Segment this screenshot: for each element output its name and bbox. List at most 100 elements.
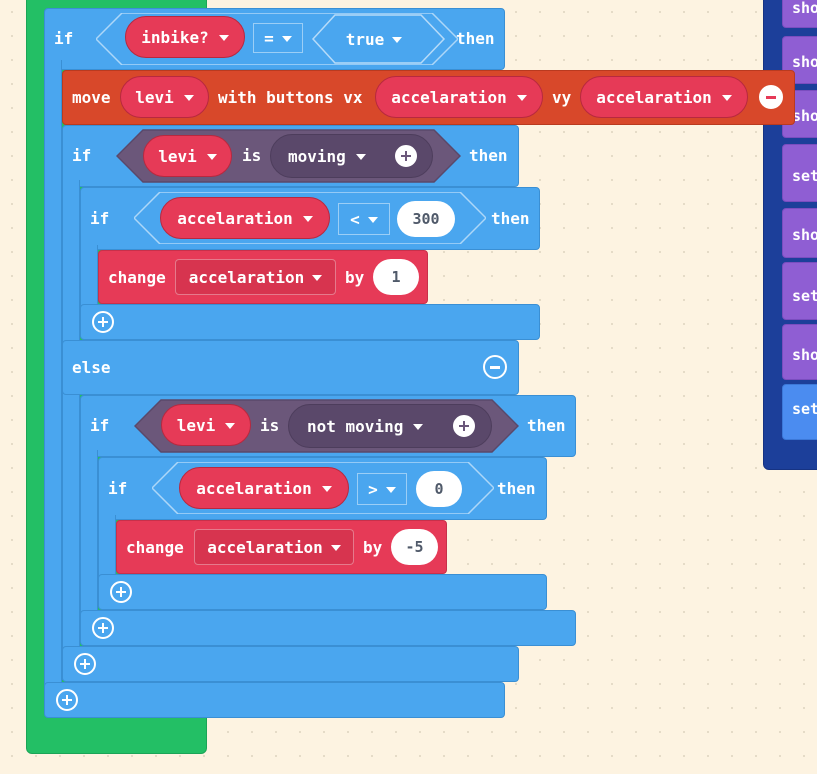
add-parameter-icon[interactable] xyxy=(453,415,475,437)
number-input[interactable]: 300 xyxy=(397,201,455,237)
vy-variable[interactable]: accelaration xyxy=(580,76,748,118)
sprite-name: levi xyxy=(176,415,216,435)
inbike-variable[interactable]: inbike? xyxy=(125,16,245,58)
change-label: change xyxy=(108,268,166,287)
state-dropdown[interactable]: not moving xyxy=(288,404,492,448)
chevron-down-icon[interactable] xyxy=(281,36,292,42)
is-label: is xyxy=(242,146,262,165)
add-parameter-icon[interactable] xyxy=(395,145,417,167)
variable-name: inbike? xyxy=(141,27,209,47)
chevron-down-icon[interactable] xyxy=(516,95,527,101)
if-not-moving-footer[interactable] xyxy=(80,610,576,646)
is-label: is xyxy=(260,416,280,435)
if-keyword: if xyxy=(54,29,74,48)
side-block-label: set xyxy=(792,400,817,418)
side-block-7[interactable]: sho xyxy=(782,324,817,380)
remove-parameter-icon[interactable] xyxy=(759,85,783,109)
chevron-down-icon[interactable] xyxy=(302,216,313,222)
move-label: move xyxy=(72,88,111,107)
if-inbike-arm xyxy=(44,60,62,690)
variable-name: accelaration xyxy=(177,208,293,228)
then-keyword: then xyxy=(527,416,566,435)
side-block-label: sho xyxy=(792,53,817,71)
boolean-value: true xyxy=(345,29,385,49)
sprite-levi-dropdown[interactable]: levi xyxy=(120,76,209,118)
number-input[interactable]: 1 xyxy=(373,259,419,295)
chevron-down-icon[interactable] xyxy=(321,486,332,492)
add-statement-icon[interactable] xyxy=(92,617,114,639)
accelaration-variable[interactable]: accelaration xyxy=(179,467,349,509)
side-block-label: sho xyxy=(792,346,817,364)
side-block-5[interactable]: sho xyxy=(782,208,817,258)
with-buttons-label: with buttons vx xyxy=(218,88,363,107)
add-statement-icon[interactable] xyxy=(110,581,132,603)
if-keyword: if xyxy=(108,479,128,498)
side-block-6[interactable]: set xyxy=(782,262,817,320)
side-block-label: set xyxy=(792,167,817,185)
sprite-levi-dropdown[interactable]: levi xyxy=(161,404,251,446)
boolean-dropdown[interactable]: true xyxy=(333,23,415,55)
number-input[interactable]: 0 xyxy=(416,471,462,507)
by-label: by xyxy=(345,268,365,287)
number-input[interactable]: -5 xyxy=(391,529,438,565)
if-inbike-footer[interactable] xyxy=(44,682,505,718)
if-keyword: if xyxy=(90,209,110,228)
if-greater-arm xyxy=(98,515,116,590)
chevron-down-icon[interactable] xyxy=(721,95,732,101)
variable-dropdown[interactable]: accelaration xyxy=(194,529,354,565)
chevron-down-icon[interactable] xyxy=(312,275,323,281)
operator-dropdown[interactable]: > xyxy=(357,473,407,505)
side-block-label: sho xyxy=(792,107,817,125)
operator-dropdown[interactable]: = xyxy=(253,23,303,53)
side-block-label: sho xyxy=(792,226,817,244)
sprite-name: levi xyxy=(135,87,174,107)
if-less-arm xyxy=(80,245,98,315)
then-keyword: then xyxy=(456,29,495,48)
add-statement-icon[interactable] xyxy=(56,689,78,711)
vx-variable[interactable]: accelaration xyxy=(375,76,543,118)
operator-label: = xyxy=(264,28,274,48)
variable-dropdown[interactable]: accelaration xyxy=(175,259,336,295)
sprite-name: levi xyxy=(158,146,197,166)
side-block-4[interactable]: set xyxy=(782,144,817,202)
if-else-footer[interactable] xyxy=(62,646,519,682)
side-block-8[interactable]: set xyxy=(782,384,817,440)
else-bar xyxy=(62,340,519,395)
add-statement-icon[interactable] xyxy=(74,653,96,675)
accelaration-variable[interactable]: accelaration xyxy=(160,197,330,239)
operator-label: < xyxy=(350,209,360,229)
boolean-block[interactable] xyxy=(311,14,446,64)
if-less-footer[interactable] xyxy=(80,304,540,340)
chevron-down-icon[interactable] xyxy=(206,154,217,160)
chevron-down-icon[interactable] xyxy=(392,37,403,43)
chevron-down-icon[interactable] xyxy=(413,424,424,430)
chevron-down-icon[interactable] xyxy=(218,35,229,41)
state-value: moving xyxy=(288,146,346,166)
side-block-label: sho xyxy=(792,0,817,17)
variable-name: accelaration xyxy=(207,537,323,557)
else-keyword: else xyxy=(72,358,111,377)
add-statement-icon[interactable] xyxy=(92,311,114,333)
chevron-down-icon[interactable] xyxy=(330,545,341,551)
sprite-levi-dropdown[interactable]: levi xyxy=(143,135,232,177)
operator-dropdown[interactable]: < xyxy=(338,203,390,235)
if-greater-footer[interactable] xyxy=(98,574,547,610)
then-keyword: then xyxy=(469,146,508,165)
chevron-down-icon[interactable] xyxy=(355,154,366,160)
chevron-down-icon[interactable] xyxy=(183,95,194,101)
if-keyword: if xyxy=(72,146,92,165)
if-else-arm xyxy=(62,180,80,680)
chevron-down-icon[interactable] xyxy=(225,423,236,429)
side-block-label: set xyxy=(792,287,817,305)
chevron-down-icon[interactable] xyxy=(385,487,396,493)
chevron-down-icon[interactable] xyxy=(367,217,378,223)
state-value: not moving xyxy=(307,416,404,436)
if-not-moving-arm xyxy=(80,450,98,625)
then-keyword: then xyxy=(491,209,530,228)
then-keyword: then xyxy=(497,479,536,498)
variable-name: accelaration xyxy=(188,267,305,287)
remove-else-icon[interactable] xyxy=(483,355,507,379)
if-keyword: if xyxy=(90,416,110,435)
side-block-1[interactable]: sho xyxy=(782,0,817,28)
operator-label: > xyxy=(368,479,378,499)
